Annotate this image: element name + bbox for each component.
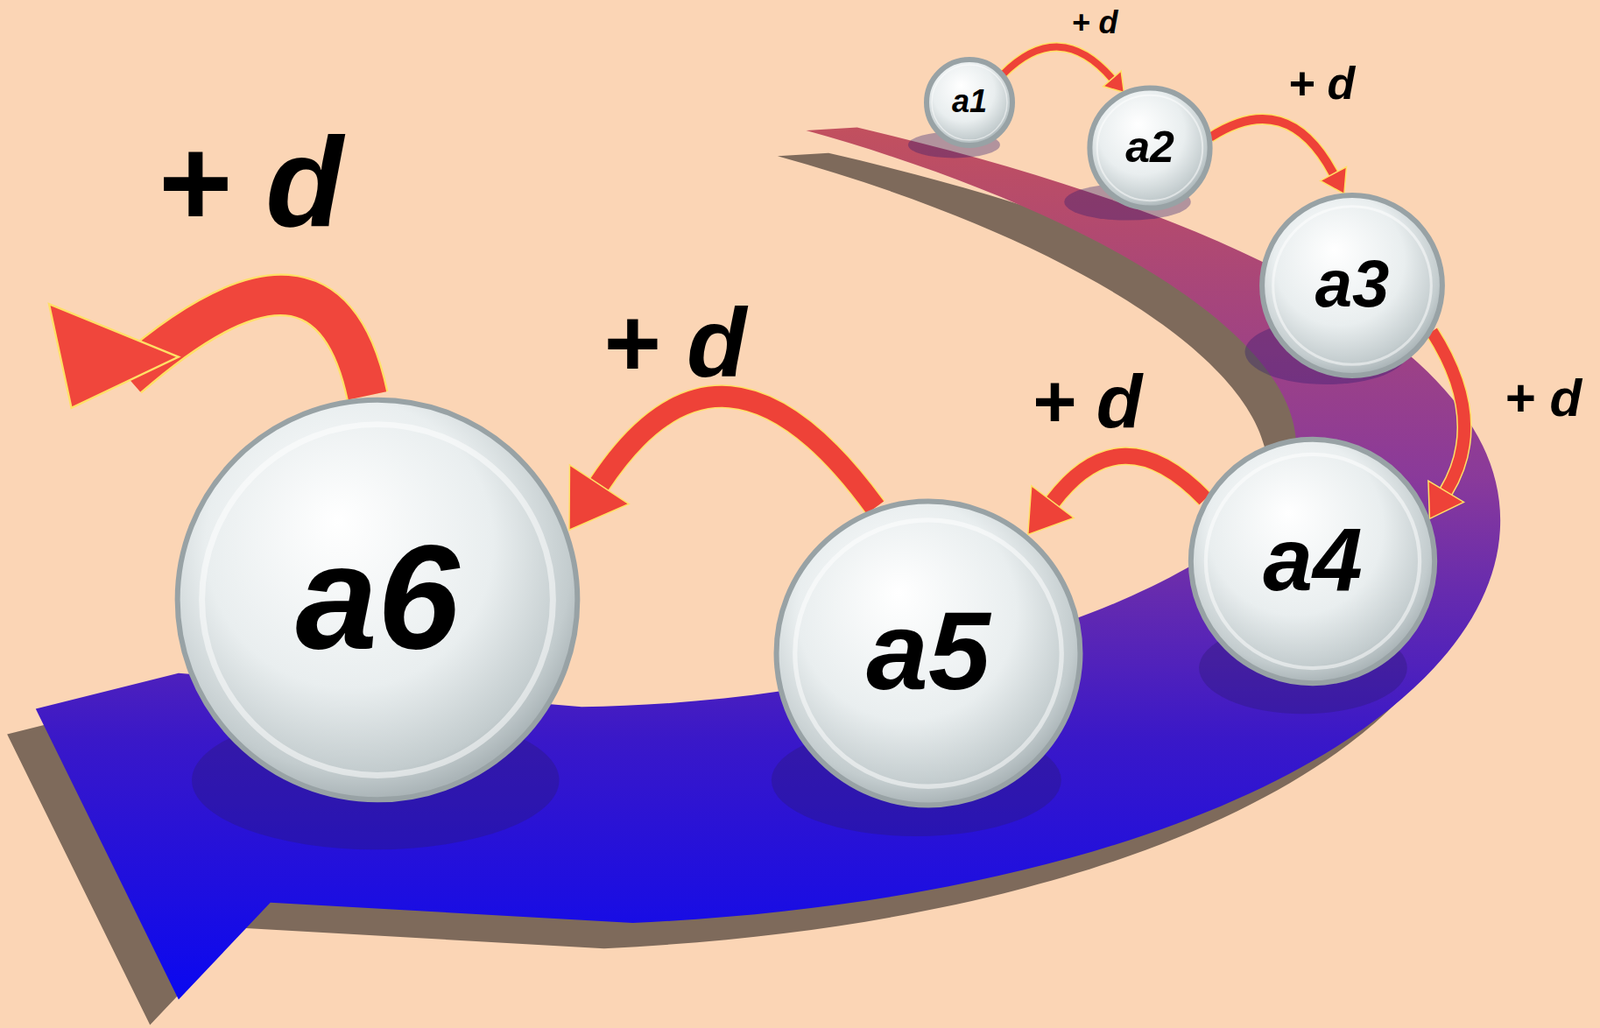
step-label: + d [1071, 7, 1118, 39]
term-label: a4 [1262, 514, 1362, 605]
term-label: a1 [951, 85, 987, 118]
term-ball: a1 [925, 58, 1014, 147]
step-arrow [1428, 331, 1465, 520]
term-label: a6 [296, 523, 460, 671]
step-arrow [1028, 456, 1206, 536]
step-arrow [569, 396, 876, 530]
step-label: + d [602, 294, 748, 393]
step-label: + d [1288, 60, 1356, 106]
step-label: + d [1504, 372, 1582, 425]
term-ball: a3 [1260, 193, 1445, 378]
ribbon [35, 127, 1501, 1001]
step-arrow [1210, 119, 1347, 194]
term-ball: a2 [1088, 86, 1212, 210]
term-label: a3 [1315, 250, 1390, 318]
step-arrow [1002, 47, 1124, 93]
term-label: a2 [1125, 125, 1175, 170]
term-ball: a4 [1188, 437, 1438, 686]
step-label: + d [155, 119, 344, 247]
term-ball: a6 [173, 395, 582, 804]
term-ball: a5 [773, 498, 1084, 809]
step-label: + d [1031, 363, 1143, 439]
term-label: a5 [866, 595, 990, 707]
leaving-arrow [49, 295, 368, 409]
